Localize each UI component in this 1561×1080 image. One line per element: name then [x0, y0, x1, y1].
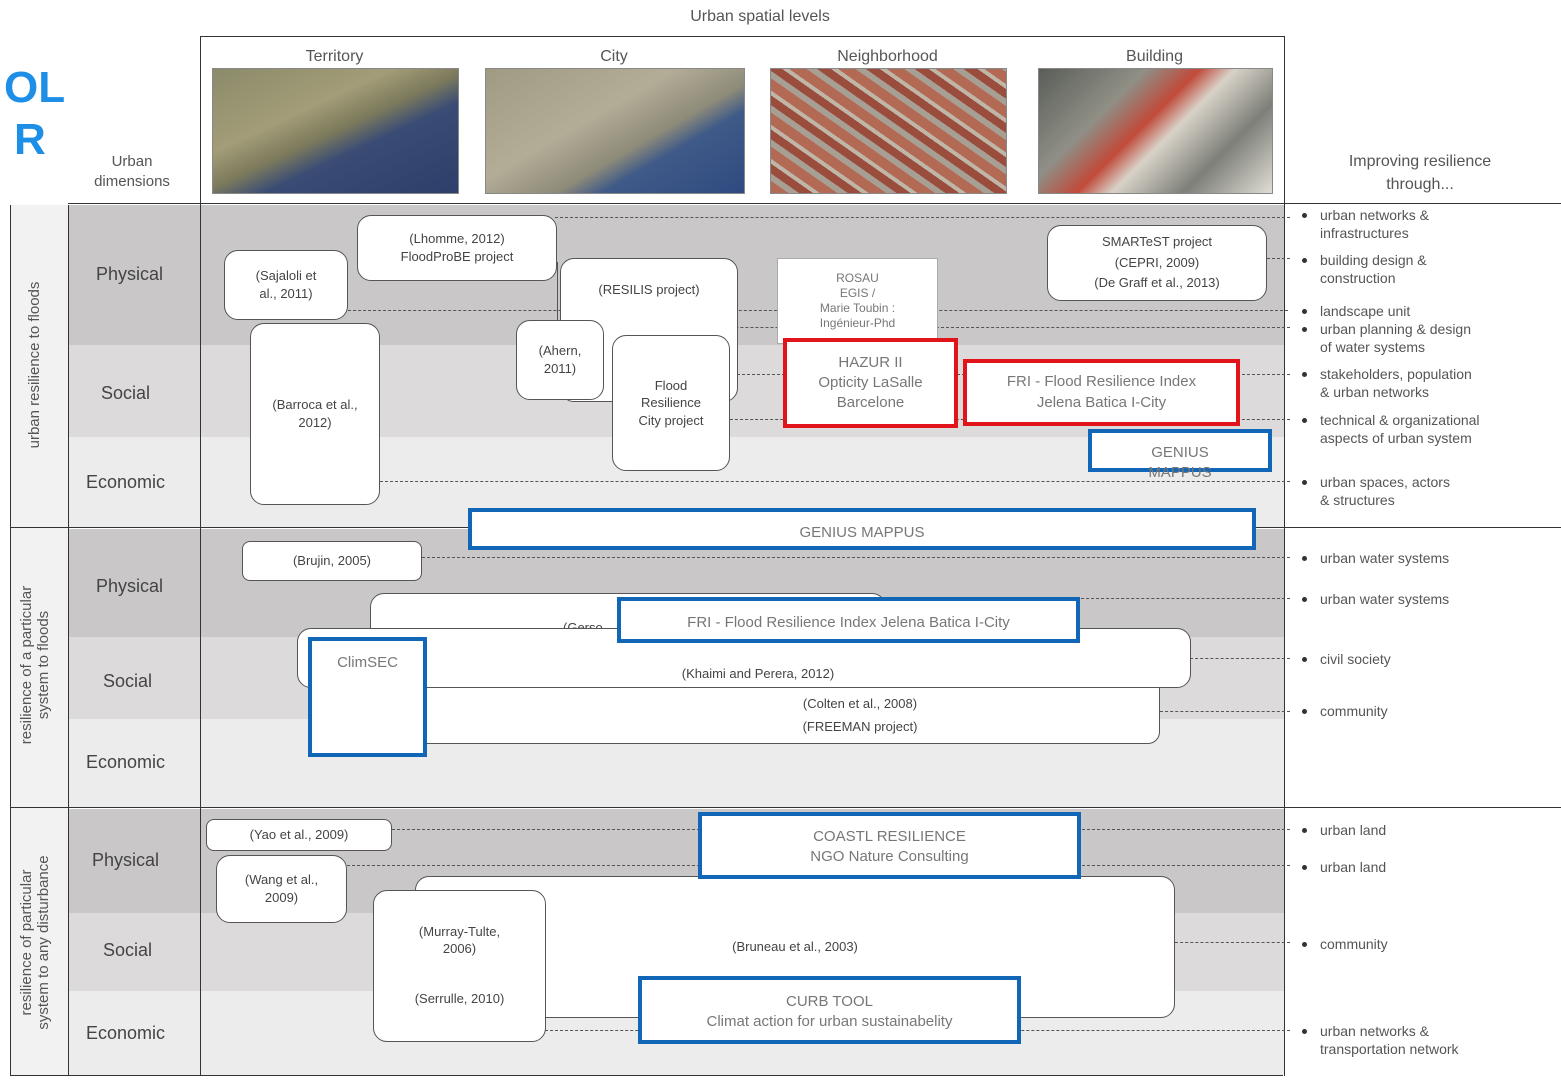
- right-header: Improving resilience through...: [1348, 153, 1492, 194]
- highlight-fri-top: FRI - Flood Resilience Index Jelena Bati…: [963, 359, 1240, 426]
- connector-vertical: [557, 262, 558, 324]
- box-brujin: (Brujin, 2005): [242, 541, 422, 581]
- connector: [380, 481, 1290, 482]
- level-territory: Territory: [305, 48, 364, 65]
- box-rosau: ROSAU EGIS / Marie Toubin : Ingénieur-Ph…: [777, 258, 938, 344]
- highlight-curb: CURB TOOL Climat action for urban sustai…: [638, 976, 1021, 1044]
- box-yao: (Yao et al., 2009): [206, 819, 392, 851]
- dimension-physical-1: Physical: [96, 264, 164, 284]
- bullet-item: urban planning & design of water systems: [1301, 321, 1472, 355]
- dimension-social-2: Social: [103, 671, 153, 691]
- dimension-physical-3: Physical: [92, 850, 160, 870]
- box-ahern: (Ahern, 2011): [516, 320, 604, 400]
- connector: [422, 557, 1290, 558]
- connector: [1267, 258, 1290, 259]
- box-lhomme: (Lhomme, 2012) FloodProBE project: [357, 215, 557, 281]
- highlight-genius-small: GENIUS MAPPUS: [1088, 429, 1272, 481]
- dimension-physical-2: Physical: [96, 576, 164, 596]
- bullet-item: technical & organizational aspects of ur…: [1302, 412, 1480, 446]
- group-label-3: resilience of particular system to any d…: [18, 855, 53, 1030]
- connector: [555, 217, 1290, 218]
- left-border: [10, 205, 11, 1075]
- cropped-title-line1: OL: [4, 63, 66, 112]
- city-aerial-image: [485, 68, 745, 194]
- dimension-social-1: Social: [101, 383, 151, 403]
- connector: [1175, 942, 1290, 943]
- level-city: City: [600, 48, 628, 65]
- group-label-2: resilience of a particular system to flo…: [18, 585, 53, 745]
- spatial-frame: [200, 36, 1285, 1076]
- connector: [600, 327, 1290, 328]
- box-wang: (Wang et al., 2009): [216, 855, 347, 923]
- box-murray: (Murray-Tulte, 2006) (Serrulle, 2010): [373, 890, 546, 1042]
- dimension-economic-1: Economic: [86, 472, 166, 492]
- bullet-item: urban spaces, actors & structures: [1302, 474, 1450, 508]
- dimension-economic-2: Economic: [86, 752, 166, 772]
- highlight-climsec: ClimSEC: [308, 637, 427, 757]
- group-divider-2: [10, 807, 1561, 808]
- group-column: [10, 205, 68, 1075]
- group-label-1: urban resilience to floods: [26, 281, 43, 449]
- bottom-border: [10, 1075, 1283, 1076]
- dimension-economic-3: Economic: [86, 1023, 166, 1043]
- box-flood-resilience-city: Flood Resilience City project: [612, 335, 730, 471]
- box-sajaloli: (Sajaloli et al., 2011): [224, 250, 348, 320]
- bullet-item: civil society: [1302, 651, 1391, 667]
- dimension-social-3: Social: [103, 940, 153, 960]
- highlight-fri-mid: FRI - Flood Resilience Index Jelena Bati…: [617, 597, 1080, 643]
- territory-aerial-image: [212, 68, 459, 194]
- bullet-item: community: [1302, 703, 1388, 719]
- level-building: Building: [1126, 48, 1183, 65]
- box-colten: (Colten et al., 2008) (FREEMAN project): [400, 688, 1160, 744]
- bullet-item: landscape unit: [1301, 303, 1411, 319]
- bullet-item: urban networks & infrastructures: [1302, 207, 1429, 241]
- bullet-item: stakeholders, population & urban network…: [1302, 366, 1472, 400]
- highlight-hazur: HAZUR II Opticity LaSalle Barcelone: [783, 338, 958, 428]
- cropped-title-line2: R: [14, 115, 46, 164]
- highlight-coastl: COASTL RESILIENCE NGO Nature Consulting: [698, 812, 1081, 879]
- bullet-item: urban water systems: [1301, 550, 1450, 566]
- cropped-title-fragment: OL R: [0, 62, 65, 166]
- box-smartest: SMARTeST project (CEPRI, 2009) (De Graff…: [1047, 225, 1267, 301]
- bullet-item: urban land: [1301, 822, 1387, 838]
- box-barroca: (Barroca et al., 2012): [250, 323, 380, 505]
- bullet-item: community: [1302, 936, 1388, 952]
- bullet-item: urban land: [1301, 859, 1387, 875]
- bullet-item: building design & construction: [1302, 252, 1427, 286]
- header-divider: [68, 203, 1561, 204]
- group-col-border: [68, 205, 69, 1075]
- connector: [1160, 711, 1290, 712]
- highlight-genius-wide: GENIUS MAPPUS: [468, 508, 1256, 550]
- bullet-item: urban networks & transportation network: [1302, 1023, 1459, 1057]
- level-neighborhood: Neighborhood: [837, 48, 938, 65]
- left-header: Urban dimensions: [94, 153, 170, 190]
- connector: [885, 598, 1290, 599]
- top-title: Urban spatial levels: [690, 8, 830, 25]
- connector: [1190, 658, 1290, 659]
- building-aerial-image: [1038, 68, 1273, 194]
- bullet-item: urban water systems: [1301, 591, 1450, 607]
- neighborhood-aerial-image: [770, 68, 1007, 194]
